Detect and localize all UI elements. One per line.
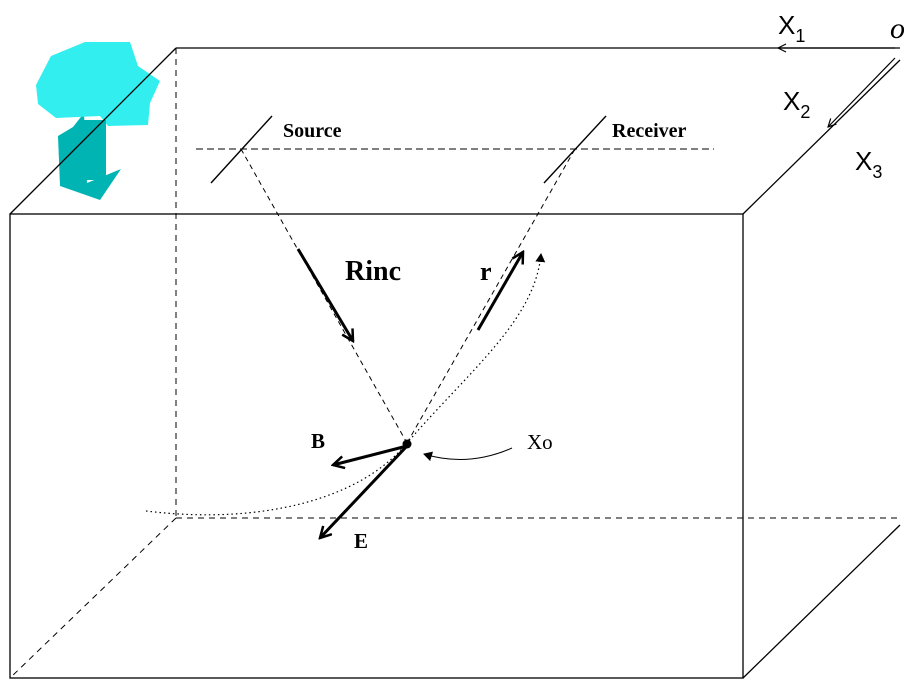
r-label: r bbox=[480, 257, 492, 286]
box-hidden-edges bbox=[9, 48, 900, 679]
tree-icon bbox=[36, 42, 160, 200]
source-label: Source bbox=[283, 120, 342, 142]
xo-pointer-curve bbox=[423, 447, 513, 462]
dotted-trajectory-curve bbox=[145, 253, 546, 516]
rinc-label: Rinc bbox=[345, 256, 401, 287]
reflected-ray-path bbox=[406, 148, 576, 444]
b-label: B bbox=[311, 429, 325, 453]
axis-x1-letter: X bbox=[778, 10, 795, 40]
e-arrow bbox=[320, 444, 409, 538]
receiver-label: Receiver bbox=[612, 120, 687, 142]
axis-x2-label: X2 bbox=[783, 86, 810, 122]
origin-label: o bbox=[890, 12, 904, 45]
axis-x2-arrow bbox=[828, 57, 896, 127]
axis-x1-label: X1 bbox=[778, 10, 805, 46]
r-arrow bbox=[476, 252, 523, 331]
axis-x3-subscript: 3 bbox=[872, 162, 882, 182]
e-label: E bbox=[354, 529, 368, 553]
axis-x1-subscript: 1 bbox=[795, 26, 805, 46]
incident-ray-path bbox=[240, 148, 408, 444]
axis-x3-label: X3 bbox=[855, 146, 882, 182]
xo-label: Xo bbox=[527, 430, 553, 454]
box-solid-edges bbox=[9, 47, 901, 679]
axis-x2-letter: X bbox=[783, 86, 800, 116]
rinc-arrow bbox=[296, 248, 353, 341]
receiver-marker bbox=[543, 115, 607, 184]
b-arrow bbox=[333, 444, 408, 465]
axis-x3-letter: X bbox=[855, 146, 872, 176]
point-xo bbox=[402, 439, 412, 449]
axis-x2-subscript: 2 bbox=[800, 102, 810, 122]
